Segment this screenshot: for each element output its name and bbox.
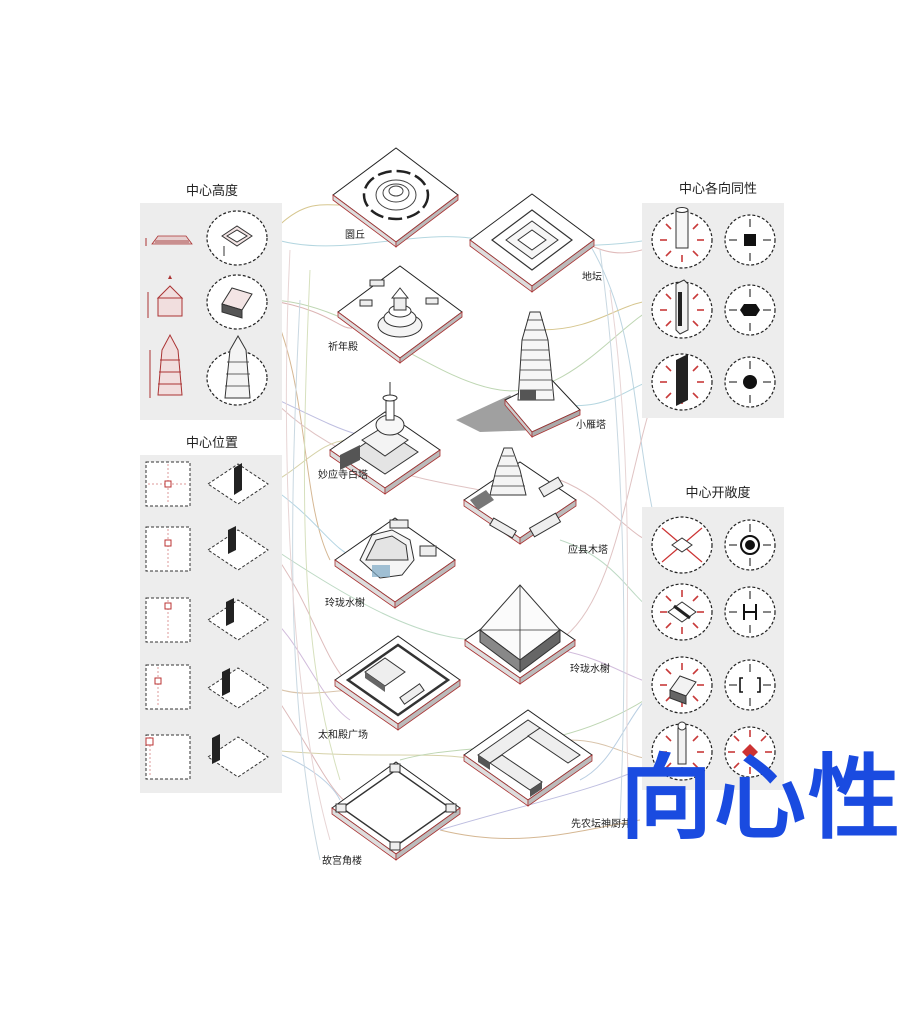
center-height-title: 中心高度 — [186, 183, 238, 199]
building-linglong-2 — [464, 584, 576, 685]
position-row-2 — [145, 526, 269, 572]
building-yuanqiu — [332, 147, 459, 248]
building-gugong — [331, 761, 461, 861]
label-gugong: 故宫角楼 — [322, 854, 362, 867]
label-miaoyingsi: 妙应寺白塔 — [318, 468, 368, 481]
position-row-1 — [145, 461, 269, 507]
label-linglong-1: 玲珑水榭 — [325, 596, 365, 609]
label-linglong-2: 玲珑水榭 — [570, 662, 610, 675]
position-row-5 — [145, 734, 269, 780]
openness-row-1 — [651, 516, 776, 574]
building-taihedian — [334, 635, 461, 731]
height-row-high — [149, 333, 268, 406]
building-miaoyingsi — [329, 382, 441, 495]
building-yingxian — [463, 447, 577, 545]
label-qiniandian: 祈年殿 — [328, 340, 358, 353]
openness-row-2 — [651, 583, 776, 641]
isotropy-row-1 — [651, 207, 776, 269]
label-ditan: 地坛 — [582, 270, 602, 283]
position-row-4 — [145, 664, 269, 710]
center-isotropy-title: 中心各向同性 — [679, 181, 757, 197]
label-yuanqiu: 圜丘 — [345, 229, 365, 241]
label-taihedian: 太和殿广场 — [318, 728, 368, 741]
building-xiannongtan — [463, 709, 593, 807]
building-xiaoyanta — [456, 311, 581, 439]
openness-row-3 — [651, 656, 776, 714]
building-ditan — [469, 193, 595, 293]
label-xiaoyanta: 小雁塔 — [576, 418, 606, 431]
position-row-3 — [145, 597, 269, 643]
openness-row-4 — [651, 721, 776, 781]
label-yingxian: 应县木塔 — [568, 543, 608, 556]
connector-lines — [267, 204, 661, 861]
headline-title: 向心性 — [620, 744, 903, 852]
label-xiannongtan: 先农坛神厨井 — [571, 817, 631, 830]
building-linglong-1 — [334, 517, 456, 609]
height-row-medium — [147, 274, 268, 330]
isotropy-row-2 — [651, 279, 776, 339]
isotropy-row-3 — [651, 353, 776, 411]
building-qiniandian — [337, 265, 463, 364]
center-position-title: 中心位置 — [186, 436, 238, 451]
height-row-low — [145, 210, 268, 266]
center-openness-title: 中心开敞度 — [685, 485, 750, 501]
